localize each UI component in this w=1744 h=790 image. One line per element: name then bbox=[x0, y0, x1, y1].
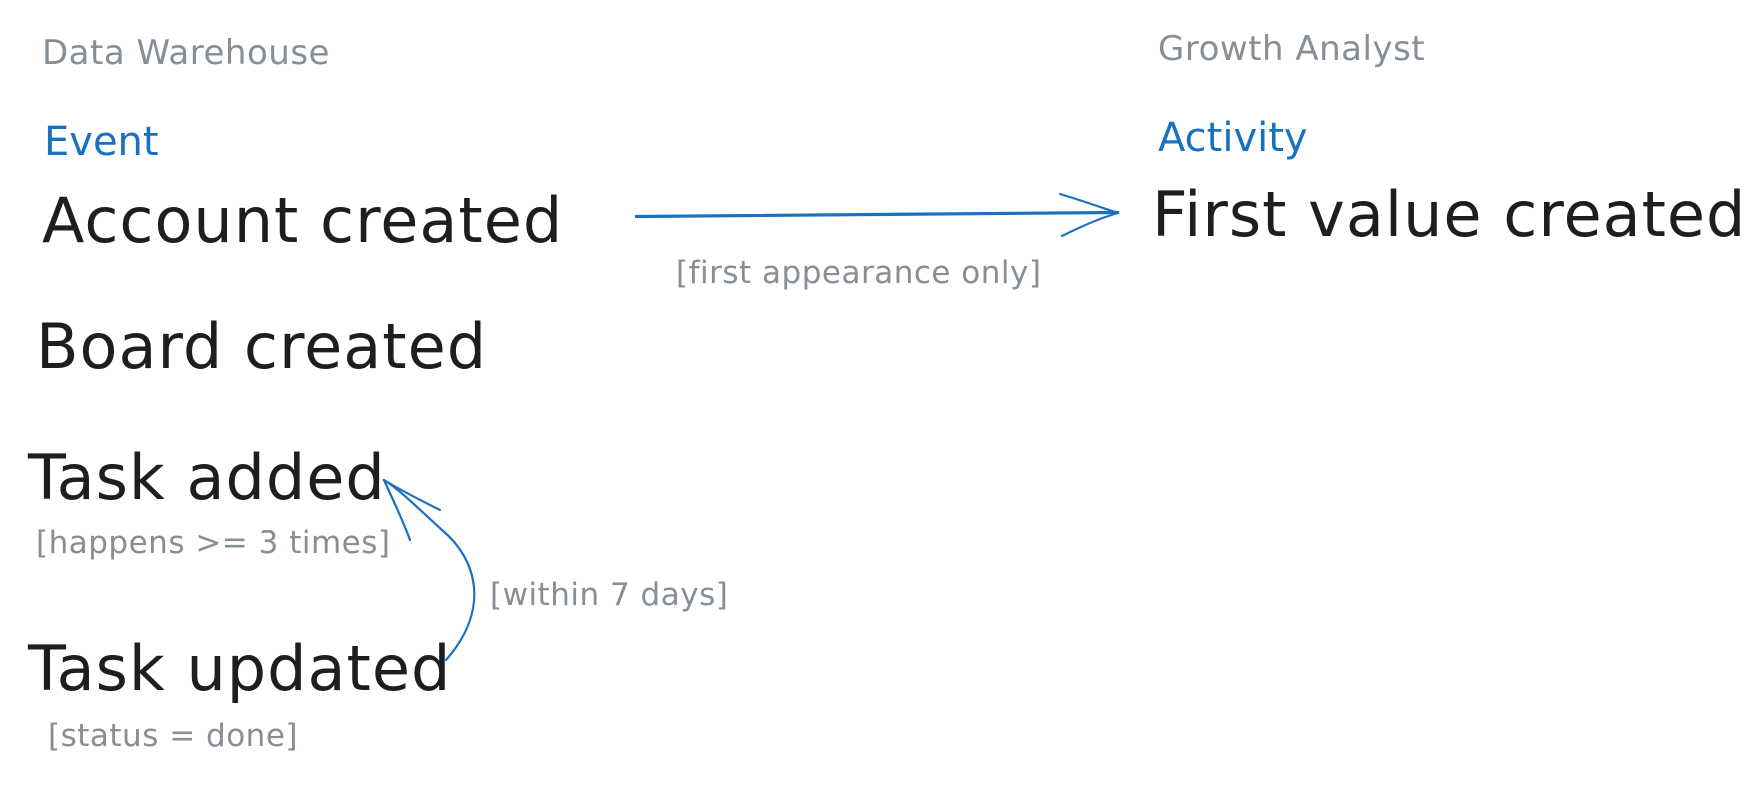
event-task-added: Task added bbox=[28, 441, 386, 514]
loop-arrow bbox=[382, 478, 476, 662]
event-board-created: Board created bbox=[36, 310, 488, 383]
source-system-label: Data Warehouse bbox=[42, 33, 330, 73]
event-account-created: Account created bbox=[42, 184, 564, 257]
activity-first-value-created: First value created bbox=[1152, 178, 1744, 251]
task-updated-condition: [status = done] bbox=[48, 718, 298, 754]
event-task-updated: Task updated bbox=[28, 632, 452, 705]
target-system-label: Growth Analyst bbox=[1158, 29, 1426, 69]
task-added-condition: [happens >= 3 times] bbox=[36, 525, 391, 561]
main-arrow bbox=[634, 192, 1120, 238]
main-arrow-label: [first appearance only] bbox=[676, 255, 1042, 291]
activity-type-label: Activity bbox=[1158, 115, 1308, 161]
event-type-label: Event bbox=[44, 119, 159, 165]
loop-arrow-label: [within 7 days] bbox=[490, 577, 729, 613]
